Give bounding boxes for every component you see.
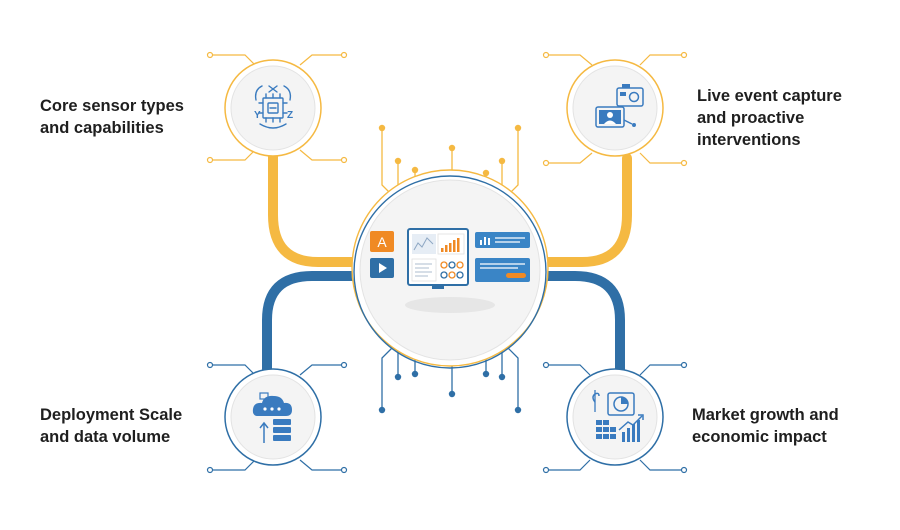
connector-top-right	[540, 153, 632, 267]
tr-circuit-dots	[542, 51, 688, 167]
letter-a-badge	[370, 231, 394, 252]
tl-circuit-dots	[206, 51, 348, 164]
label-live-event-line2: and proactive	[697, 109, 805, 127]
node-top-left: Y Z	[224, 59, 322, 157]
dashboard-icon: A	[370, 228, 530, 289]
center-top-dots	[378, 124, 522, 177]
label-core-sensor-line1: Core sensor types	[40, 97, 184, 115]
label-deployment-line2: and data volume	[40, 428, 171, 446]
progress-card	[475, 258, 530, 282]
orange-connectors	[268, 143, 632, 267]
center-bottom-dots	[378, 370, 522, 414]
blue-connectors	[262, 271, 625, 383]
y-axis-letter: Y	[254, 110, 261, 121]
z-axis-letter: Z	[287, 110, 293, 121]
camera-monitor-icon	[595, 84, 644, 128]
br-circuit-dots	[542, 361, 688, 474]
connector-bottom-right	[540, 271, 625, 383]
label-market-growth: Market growth and economic impact	[692, 404, 839, 448]
growth-chart-icon	[592, 390, 644, 442]
label-deployment-line1: Deployment Scale	[40, 406, 183, 424]
connector-top-left	[268, 143, 365, 267]
label-live-event-line3: interventions	[697, 131, 801, 149]
play-icon	[379, 263, 387, 273]
label-market-line2: economic impact	[692, 428, 827, 446]
label-core-sensor-types: Core sensor types and capabilities	[40, 95, 184, 139]
tl-circuit-lines	[212, 54, 342, 161]
letter-a-badge-text: A	[377, 234, 387, 250]
center-hub: A	[351, 169, 549, 369]
cloud-database-icon	[252, 392, 292, 443]
label-deployment-scale: Deployment Scale and data volume	[40, 404, 182, 448]
node-top-right	[566, 59, 664, 157]
node-bottom-right	[566, 368, 664, 466]
label-market-line1: Market growth and	[692, 406, 839, 424]
bl-circuit-dots	[206, 361, 348, 474]
bl-circuit-lines	[212, 364, 342, 471]
node-bottom-left	[224, 368, 322, 466]
label-live-event-line1: Live event capture	[697, 87, 842, 105]
tr-circuit-lines	[548, 54, 682, 164]
sensor-axes-icon	[254, 85, 292, 129]
stats-card	[475, 232, 530, 248]
br-circuit-lines	[548, 364, 682, 471]
label-live-event-capture: Live event capture and proactive interve…	[697, 85, 842, 151]
connector-bottom-left	[262, 271, 365, 383]
label-core-sensor-line2: and capabilities	[40, 119, 164, 137]
